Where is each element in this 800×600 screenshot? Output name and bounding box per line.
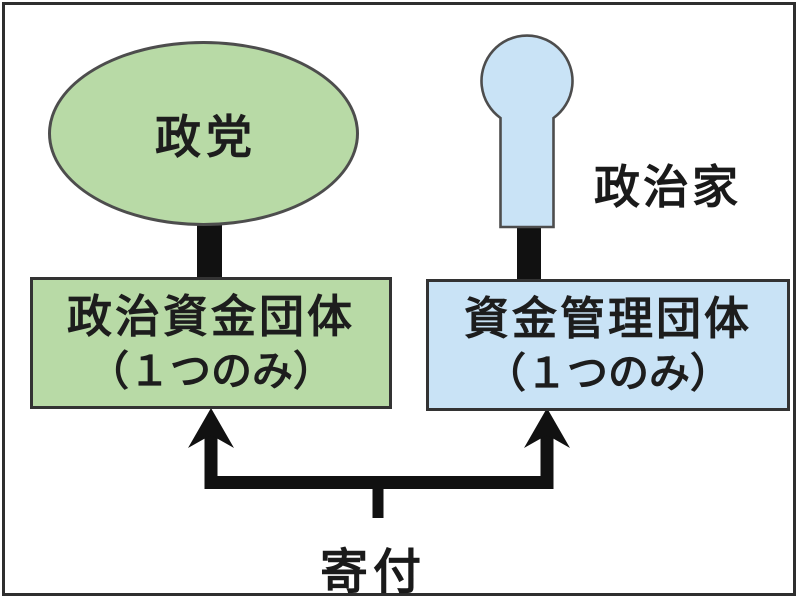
politician-label: 政治家 <box>594 160 741 214</box>
politician-person-icon <box>480 34 574 229</box>
fund-management-org-name: 資金管理団体 <box>463 292 752 345</box>
donation-left-arrowhead-icon <box>188 408 234 448</box>
party-ellipse: 政党 <box>48 41 359 226</box>
donation-label: 寄付 <box>319 544 426 600</box>
politician-connector-line <box>517 220 541 282</box>
donation-right-arrowhead-icon <box>524 408 570 448</box>
donation-stub-line <box>372 482 384 518</box>
political-funds-org-box: 政治資金団体 （１つのみ） <box>30 277 392 409</box>
donation-right-line <box>540 429 554 489</box>
fund-management-org-note: （１つのみ） <box>485 349 731 397</box>
donation-left-line <box>204 429 218 489</box>
vector-layer <box>188 34 574 518</box>
political-funds-org-name: 政治資金団体 <box>66 290 355 343</box>
political-funds-org-note: （１つのみ） <box>88 347 334 395</box>
fund-management-org-box: 資金管理団体 （１つのみ） <box>426 279 790 411</box>
party-label: 政党 <box>155 109 257 164</box>
